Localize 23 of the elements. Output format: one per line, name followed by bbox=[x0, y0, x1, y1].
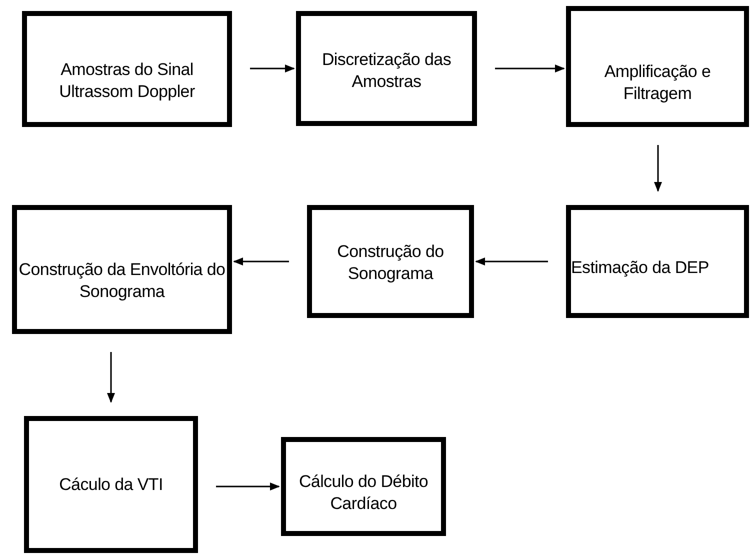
arrow bbox=[250, 64, 295, 72]
arrow bbox=[107, 352, 115, 403]
box-label: Cálculo do Débito Cardíaco bbox=[298, 470, 430, 514]
box-label: Construção da Envoltória do Sonograma bbox=[18, 258, 226, 302]
arrow bbox=[216, 482, 280, 490]
box-label: Construção do Sonograma bbox=[336, 240, 445, 284]
process-box bbox=[566, 205, 749, 318]
process-box bbox=[12, 205, 232, 334]
box-label: Amplificação e Filtragem bbox=[603, 60, 712, 104]
arrow bbox=[495, 64, 565, 72]
process-box bbox=[566, 6, 749, 127]
box-label: Amostras do Sinal Ultrassom Doppler bbox=[58, 59, 196, 103]
arrow bbox=[654, 145, 662, 192]
process-box bbox=[281, 437, 446, 536]
arrow bbox=[475, 258, 548, 266]
box-label: Estimação da DEP bbox=[571, 257, 709, 279]
process-box bbox=[22, 11, 232, 127]
process-box bbox=[307, 205, 474, 318]
box-label: Cáculo da VTI bbox=[59, 474, 163, 496]
arrow bbox=[233, 258, 289, 266]
box-label: Discretização das Amostras bbox=[320, 48, 452, 92]
process-box bbox=[296, 11, 477, 126]
process-box bbox=[24, 416, 198, 553]
